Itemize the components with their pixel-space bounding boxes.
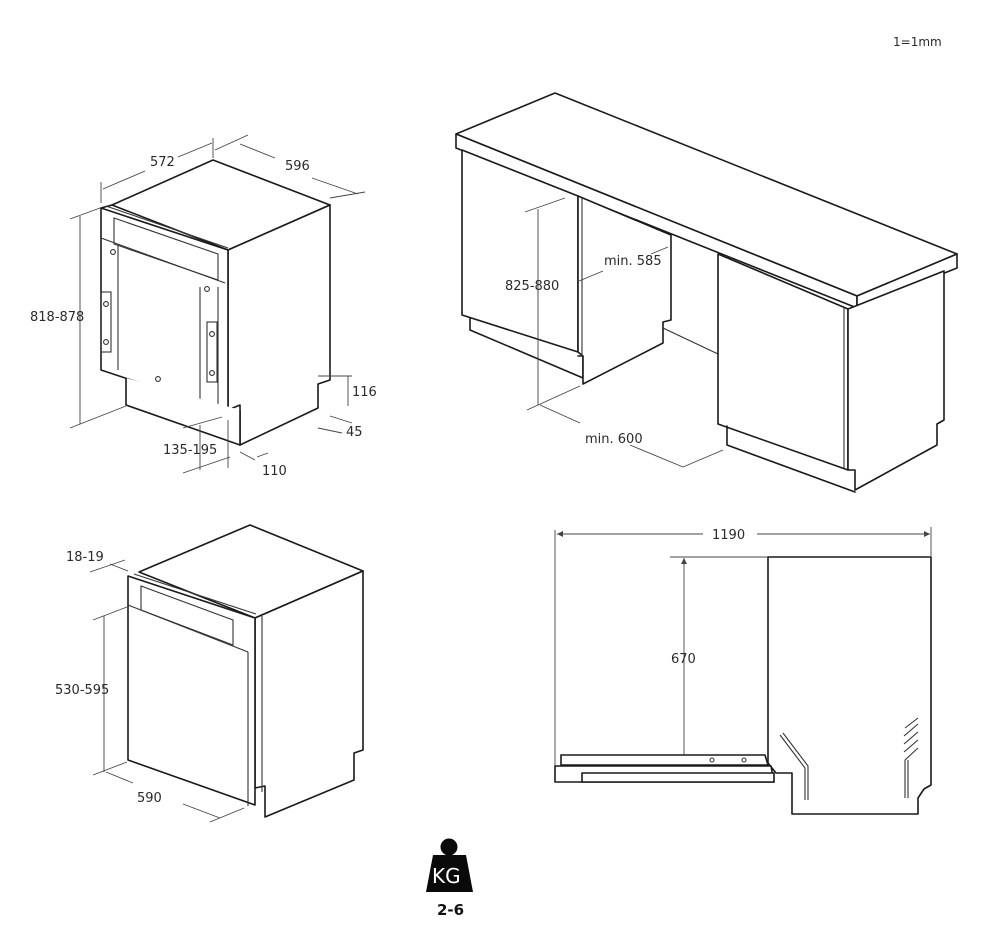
door-open-side-view: 1190 670 xyxy=(554,527,932,815)
scale-note: 1=1mm xyxy=(893,35,942,49)
installation-niche-view: 825-880 min. 585 min. 600 xyxy=(455,92,958,493)
dim-panel-width-label: 590 xyxy=(137,791,162,806)
appliance-side-body xyxy=(767,556,932,815)
dim-total-depth-label: 1190 xyxy=(712,528,745,543)
dim-height-label: 818-878 xyxy=(30,310,84,325)
dim-niche-depth-label: min. 585 xyxy=(604,254,662,269)
dim-plinth-offset-label: 110 xyxy=(262,464,287,479)
dim-door-height-label: 670 xyxy=(671,652,696,667)
dim-plinth-height-label: 116 xyxy=(352,385,377,400)
front-panel-view: 18-19 530-595 590 xyxy=(55,524,364,823)
panel-front xyxy=(127,575,256,806)
appliance-iso-view: 572 596 818-878 116 45 135-195 110 xyxy=(30,134,377,479)
dim-plinth-setback-label: 135-195 xyxy=(163,443,217,458)
dim-width-label: 572 xyxy=(150,155,175,170)
dim-panel-height-label: 530-595 xyxy=(55,683,109,698)
weight-kg-icon: KG xyxy=(426,838,473,892)
dim-panel-thickness-label: 18-19 xyxy=(66,550,104,565)
dim-plinth-depth-label: 45 xyxy=(346,425,363,440)
weight-unit-label: KG xyxy=(432,864,461,888)
dim-depth-label: 596 xyxy=(285,159,310,174)
dim-niche-height-label: 825-880 xyxy=(505,279,559,294)
dim-niche-width-label: min. 600 xyxy=(585,432,643,447)
door-panel xyxy=(560,754,769,766)
weight-range-label: 2-6 xyxy=(437,901,464,919)
